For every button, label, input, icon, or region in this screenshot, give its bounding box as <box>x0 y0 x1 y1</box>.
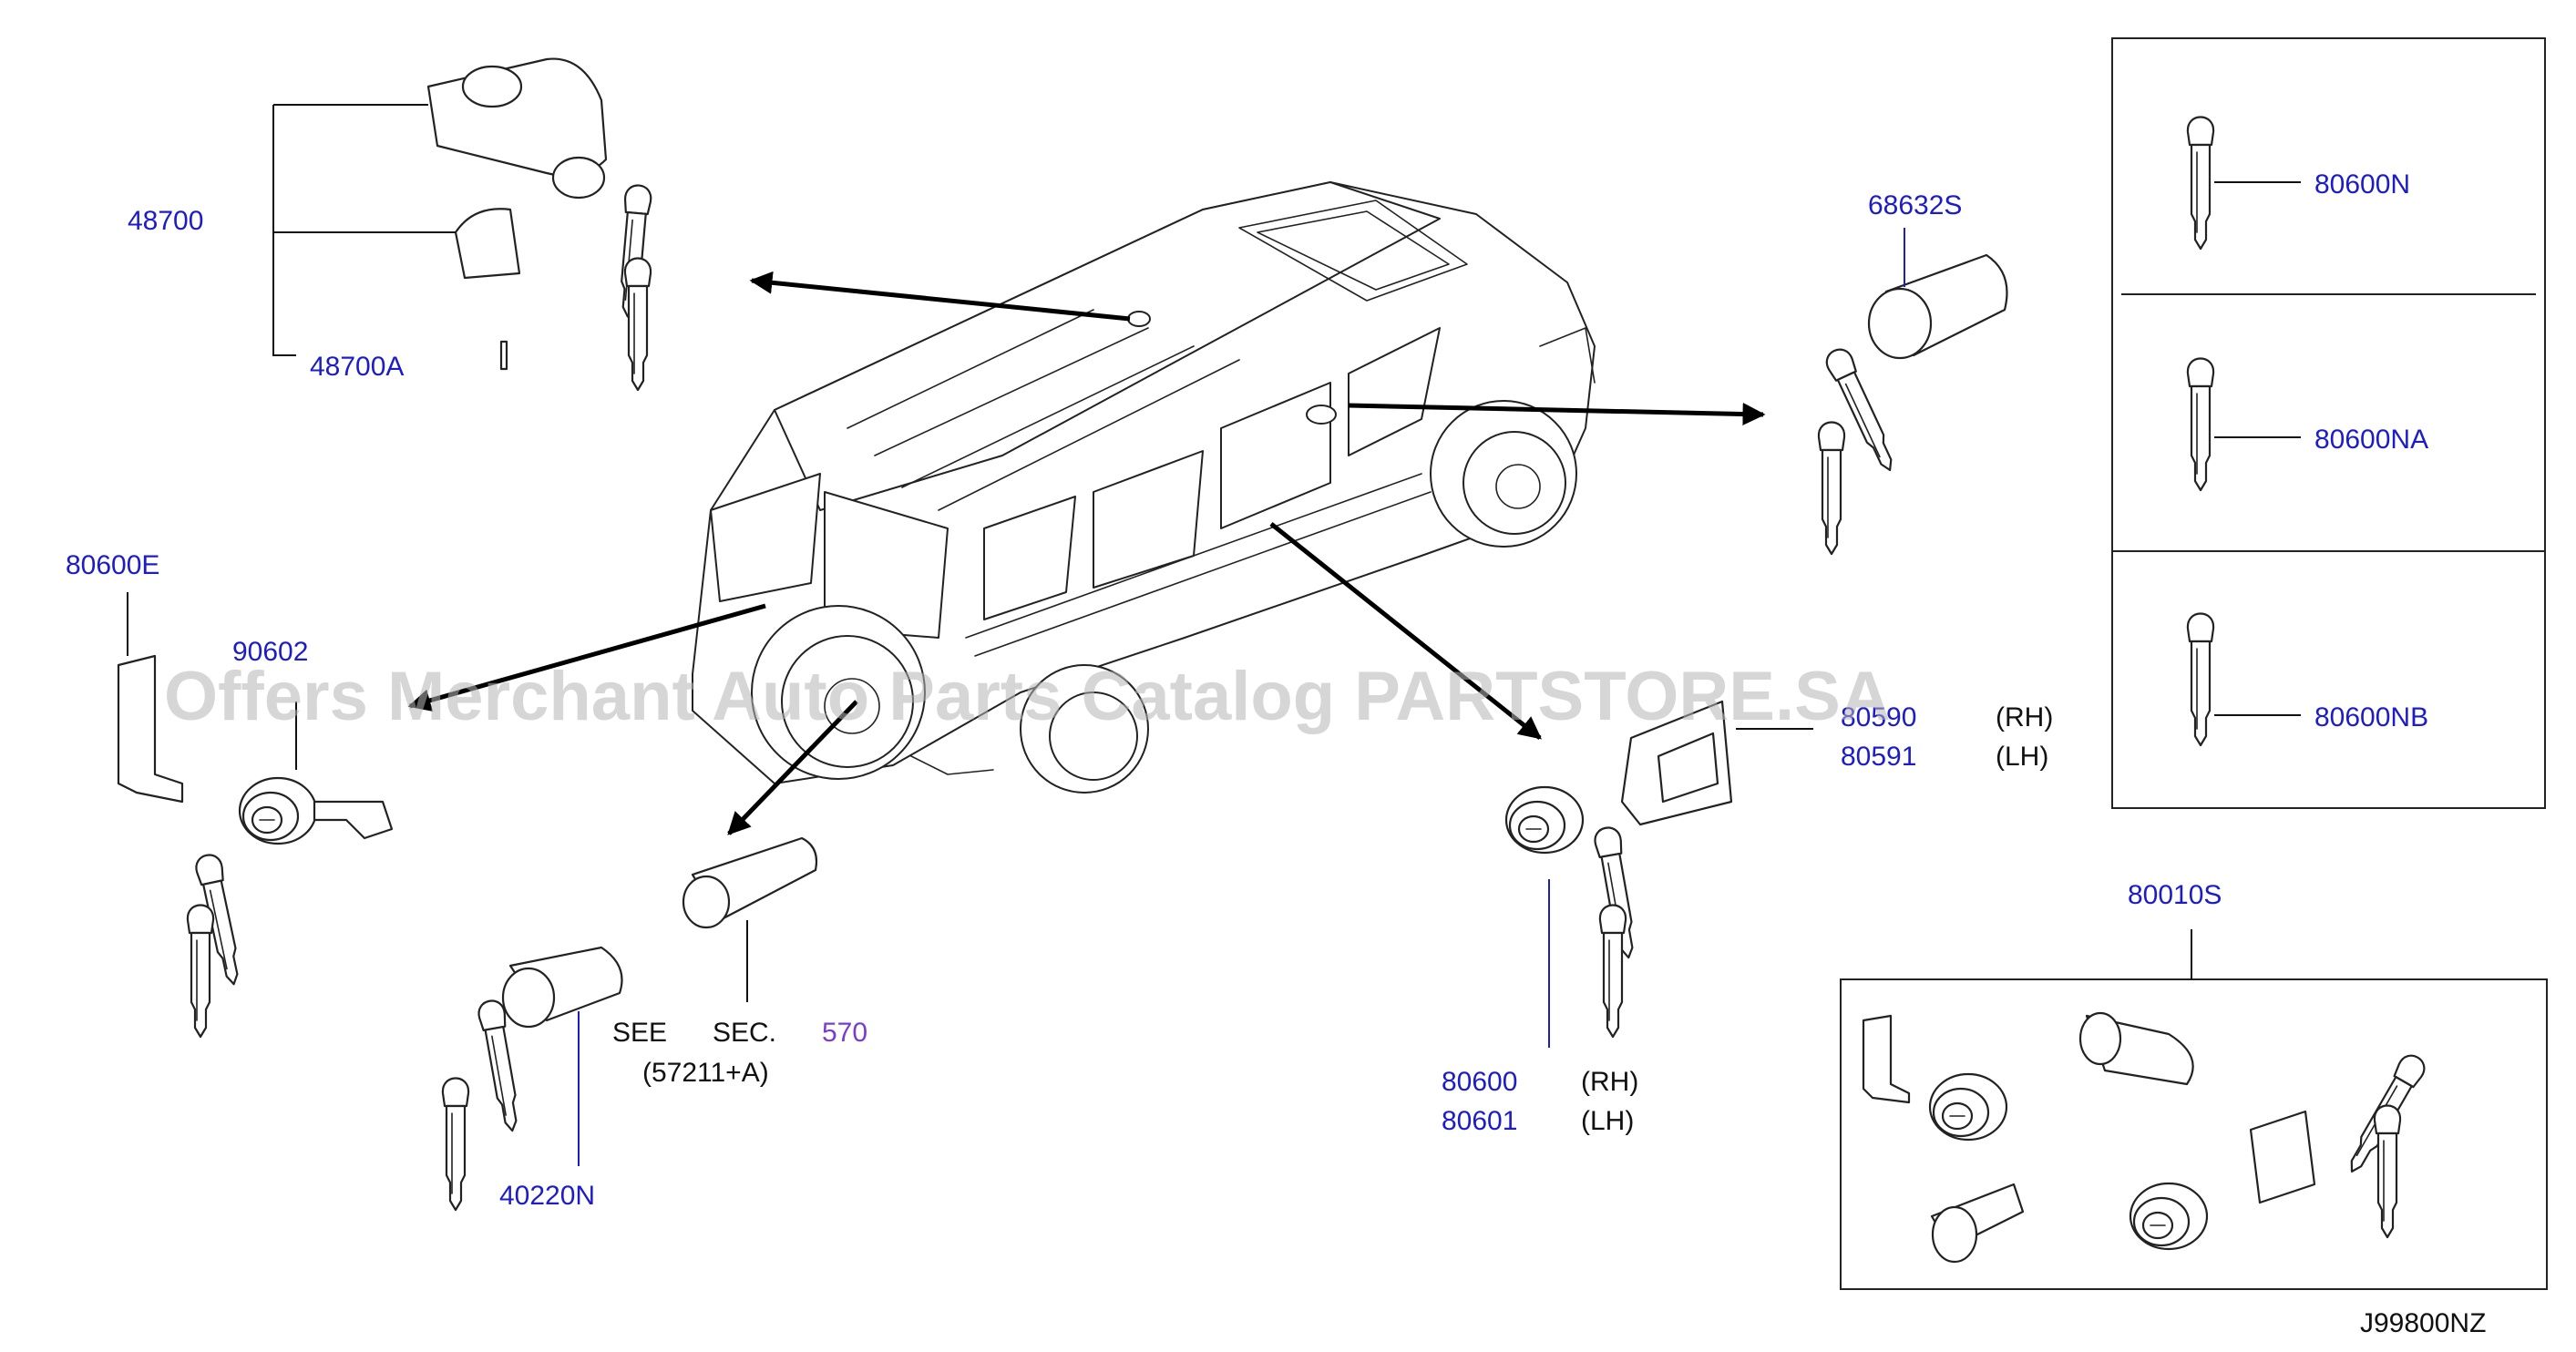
label-40220n[interactable]: 40220N <box>499 1181 595 1211</box>
label-80600na[interactable]: 80600NA <box>2314 425 2428 455</box>
door-lock-assembly <box>1504 700 1813 1048</box>
label-48700[interactable]: 48700 <box>128 206 203 236</box>
label-rh-80590: (RH) <box>1996 702 2053 732</box>
diagram-code: J99800NZ <box>2360 1308 2486 1338</box>
watermark: Offers Merchant Auto Parts Catalog PARTS… <box>164 658 1891 735</box>
back-door-lock-assembly <box>117 592 394 1039</box>
label-68632s[interactable]: 68632S <box>1868 190 1962 220</box>
part-number-labels: 48700 48700A 80600E 90602 68632S 80600N … <box>66 169 2486 1338</box>
label-90602[interactable]: 90602 <box>232 637 308 667</box>
glove-box-lock-assembly <box>441 946 623 1212</box>
label-sec: SEC. <box>713 1018 776 1048</box>
label-rh-80600: (RH) <box>1581 1067 1638 1097</box>
label-80010s[interactable]: 80010S <box>2128 880 2222 910</box>
label-80591[interactable]: 80591 <box>1841 742 1916 772</box>
label-sec-ref: (57211+A) <box>642 1058 769 1088</box>
spare-tire-lock <box>682 836 818 1002</box>
steering-lock-assembly <box>272 57 653 392</box>
key-variants-panel <box>2111 37 2546 809</box>
label-80600nb[interactable]: 80600NB <box>2314 702 2428 732</box>
vehicle-illustration <box>692 181 1596 794</box>
label-80601[interactable]: 80601 <box>1442 1106 1517 1136</box>
label-80600e[interactable]: 80600E <box>66 550 159 580</box>
label-48700a[interactable]: 48700A <box>310 352 404 382</box>
label-see: SEE <box>612 1018 667 1048</box>
label-80600n[interactable]: 80600N <box>2314 169 2410 200</box>
label-lh-80591: (LH) <box>1996 742 2048 772</box>
label-80600[interactable]: 80600 <box>1442 1067 1517 1097</box>
label-lh-80601: (LH) <box>1581 1106 1634 1136</box>
leader-arrows <box>407 271 1766 835</box>
label-80590[interactable]: 80590 <box>1841 702 1916 732</box>
fuel-lid-lock-assembly <box>1817 228 2008 556</box>
lock-kit-panel <box>1840 929 2548 1290</box>
section-570-link[interactable]: 570 <box>822 1018 867 1048</box>
